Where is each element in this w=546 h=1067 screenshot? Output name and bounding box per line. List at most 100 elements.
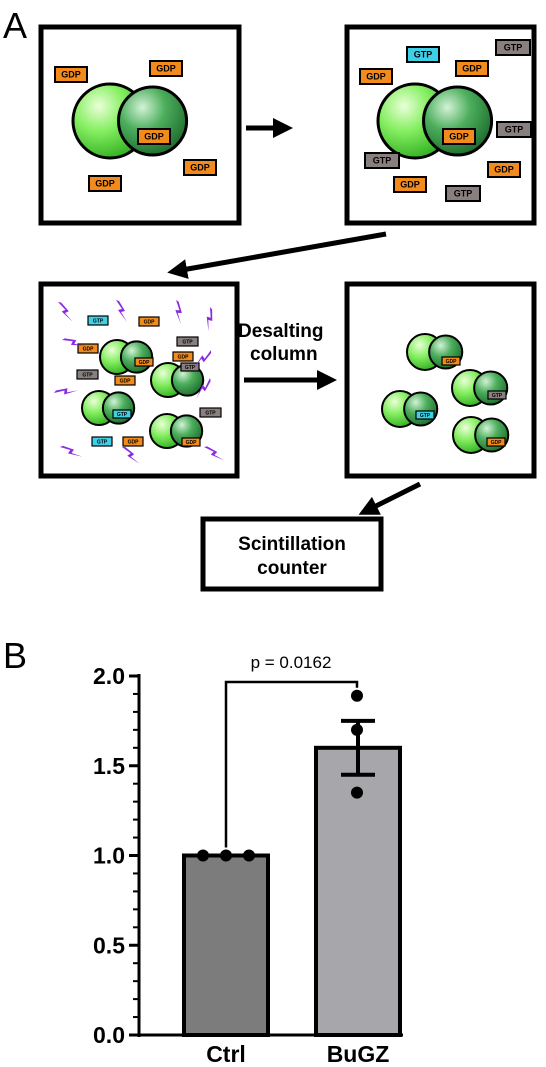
- g-protein-heterodimer: [451, 369, 509, 407]
- g-beta-subunit: [101, 391, 136, 425]
- gtp-tag: GTP: [445, 185, 481, 202]
- gdp-tag: GDP: [88, 175, 122, 192]
- radiation-bolt: [196, 378, 211, 399]
- gdp-tag: GDP: [77, 343, 99, 354]
- tag-box: [138, 316, 160, 327]
- tag-label: GDP: [462, 64, 482, 74]
- tag-label: GTP: [505, 125, 524, 135]
- tag-label: GTP: [420, 413, 431, 419]
- g-beta-subunit: [119, 340, 154, 374]
- gdp-tag: GDP: [114, 375, 136, 386]
- radiation-layer: [54, 300, 225, 464]
- tag-label: GDP: [95, 179, 115, 189]
- box-3-radiolabeled: [38, 281, 240, 479]
- tag-label: GDP: [190, 163, 210, 173]
- tag-label: GTP: [93, 318, 104, 324]
- gdp-tag: GDP: [442, 128, 476, 145]
- gdp-tag: GDP: [54, 66, 88, 83]
- gtp-tag: GTP: [176, 336, 199, 347]
- y-tick-label: 1.0: [93, 843, 125, 869]
- radiolabeled-gtp-tag: GTP: [87, 315, 109, 326]
- gdp-tag: GDP: [393, 176, 427, 193]
- tag-box: [88, 175, 122, 192]
- data-point: [197, 849, 209, 862]
- tag-label: GTP: [414, 50, 433, 60]
- tag-label: GDP: [446, 359, 458, 365]
- tag-label: GTP: [182, 339, 193, 345]
- tag-box: [495, 39, 531, 56]
- y-tick-label: 0.5: [93, 932, 125, 958]
- radiation-bolt: [194, 350, 212, 368]
- gtp-tag: GTP: [496, 121, 532, 138]
- bar-ctrl: [182, 853, 270, 1037]
- tag-label: GDP: [128, 439, 140, 445]
- tag-label: GDP: [366, 72, 386, 82]
- tag-label: GDP: [120, 378, 132, 384]
- radiolabeled-gtp-tag: GTP: [91, 436, 113, 447]
- tag-box: [364, 152, 400, 169]
- gdp-tag: GDP: [134, 357, 154, 367]
- tag-box: [180, 362, 200, 372]
- g-protein-heterodimer: [150, 362, 205, 398]
- desalting-label-line2: column: [250, 344, 318, 365]
- y-tick-label: 2.0: [93, 663, 125, 689]
- tag-label: GTP: [492, 393, 503, 399]
- tag-box: [176, 336, 199, 347]
- x-tick-label: BuGZ: [327, 1041, 390, 1067]
- gdp-tag: GDP: [455, 60, 489, 77]
- tag-box: [183, 159, 217, 176]
- tag-box: [134, 357, 154, 367]
- tag-label: GDP: [61, 70, 81, 80]
- data-point: [243, 849, 255, 862]
- x-tick-label: Ctrl: [206, 1041, 246, 1067]
- tag-label: GTP: [117, 412, 128, 418]
- tag-box: [486, 437, 506, 447]
- tag-box: [114, 375, 136, 386]
- gdp-tag: GDP: [138, 316, 160, 327]
- g-protein-heterodimer: [376, 82, 494, 160]
- radiation-bolt: [122, 446, 140, 464]
- tag-label: GDP: [156, 64, 176, 74]
- gdp-tag: GDP: [122, 436, 144, 447]
- gdp-tag: GDP: [149, 60, 183, 77]
- g-protein-heterodimer: [71, 82, 189, 160]
- tag-label: GDP: [400, 180, 420, 190]
- tag-box: [54, 66, 88, 83]
- tag-label: GDP: [139, 360, 151, 366]
- tag-label: GTP: [205, 410, 216, 416]
- tag-box: [406, 46, 440, 63]
- tag-label: GDP: [494, 165, 514, 175]
- tag-label: GTP: [97, 439, 108, 445]
- tag-label: GTP: [454, 189, 473, 199]
- radiation-bolt: [54, 388, 79, 395]
- tag-box: [487, 161, 521, 178]
- radiation-bolt: [204, 446, 225, 461]
- tag-box: [415, 410, 435, 420]
- gdp-tag: GDP: [183, 159, 217, 176]
- tag-box: [496, 121, 532, 138]
- tag-box: [441, 356, 461, 366]
- radiation-bolt: [62, 338, 86, 346]
- p-value-label: p = 0.0162: [251, 653, 332, 672]
- panel-b-label: B: [3, 635, 27, 676]
- tag-box: [149, 60, 183, 77]
- gdp-tag: GDP: [487, 161, 521, 178]
- tag-label: GTP: [504, 43, 523, 53]
- desalting-label-line1: Desalting: [238, 321, 324, 342]
- tag-label: GTP: [185, 365, 196, 371]
- tag-label: GDP: [449, 132, 469, 142]
- data-point: [351, 786, 363, 799]
- counter-label-line2: counter: [257, 558, 327, 579]
- gtp-tag: GTP: [487, 390, 507, 400]
- radiation-bolt: [116, 300, 127, 322]
- tag-box: [359, 68, 393, 85]
- radiolabeled-gtp-tag: GTP: [406, 46, 440, 63]
- gdp-tag: GDP: [181, 437, 201, 447]
- scintillation-counter-box: [200, 516, 384, 592]
- arrow-box2-to-box3: [167, 231, 387, 279]
- g-protein-heterodimer: [81, 390, 136, 426]
- tag-box: [91, 436, 113, 447]
- radiation-bolt: [60, 445, 83, 457]
